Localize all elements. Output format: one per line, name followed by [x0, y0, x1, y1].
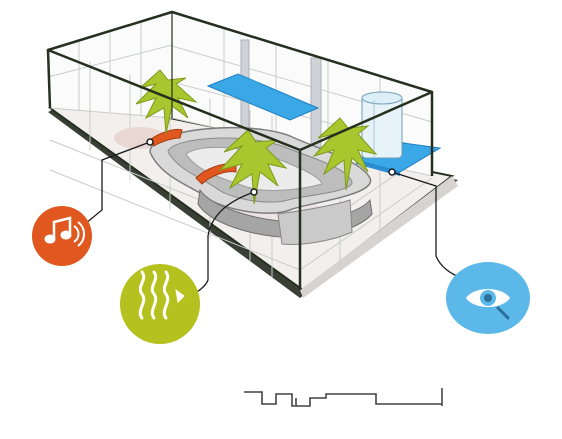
plant — [135, 69, 198, 135]
room-frame — [46, 10, 434, 290]
leader-line-sound — [79, 141, 151, 229]
leader-dots — [146, 138, 396, 196]
eye-icon — [466, 289, 510, 320]
blue-platform — [354, 91, 442, 176]
callout-view — [446, 262, 530, 334]
blue-walkway — [206, 73, 320, 121]
plant — [218, 129, 288, 205]
music-note-icon — [44, 216, 85, 247]
callout-sound — [32, 206, 92, 266]
plant — [312, 117, 378, 191]
section-profile — [244, 388, 443, 407]
callout-air — [120, 264, 200, 344]
steam-waves-icon — [138, 270, 185, 320]
plants — [135, 69, 378, 205]
orange-bench — [149, 129, 183, 147]
